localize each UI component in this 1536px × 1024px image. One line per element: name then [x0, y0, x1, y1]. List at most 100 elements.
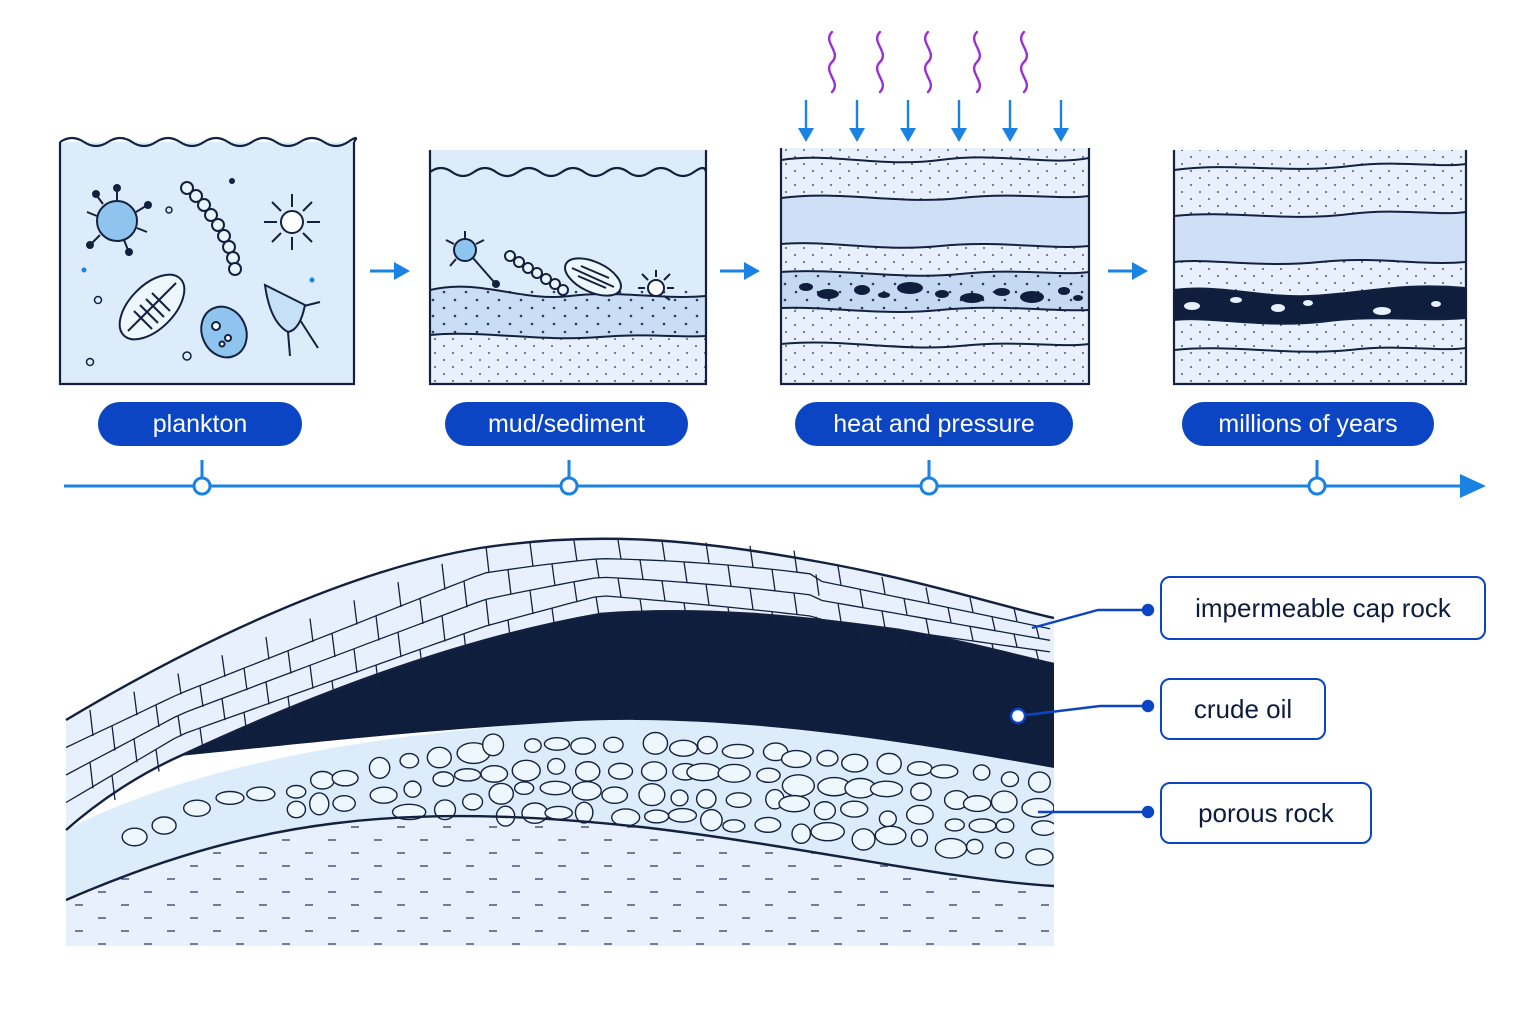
- brick-joint: [969, 597, 974, 613]
- timeline-marker-plankton: [192, 476, 212, 496]
- pebble: [607, 762, 634, 780]
- brick-joint: [1013, 633, 1018, 647]
- pebble: [1031, 820, 1054, 836]
- heat-pressure-panel-frame: [779, 30, 1091, 386]
- pebble: [840, 800, 869, 818]
- pebble: [543, 736, 571, 751]
- brick-joint: [683, 602, 688, 624]
- label-cap-rock: impermeable cap rock: [1160, 576, 1486, 640]
- brick-joint: [133, 691, 138, 716]
- pebble: [369, 786, 398, 804]
- brick-joint: [617, 577, 622, 598]
- brick-joint: [859, 589, 864, 608]
- pebble: [481, 733, 505, 757]
- pebble: [841, 753, 869, 773]
- millions-of-years-panel: [1174, 150, 1466, 384]
- brick-joint: [705, 542, 710, 564]
- brick-joint: [573, 540, 578, 562]
- timeline-marker-sediment: [559, 476, 579, 496]
- brick-joint: [705, 584, 710, 605]
- brick-joint: [331, 680, 336, 705]
- label-crude-oil: crude oil: [1160, 678, 1326, 740]
- pebble: [511, 759, 541, 782]
- pebble: [686, 762, 721, 782]
- pebble: [523, 738, 542, 754]
- brick-joint: [375, 615, 380, 641]
- brick-joint: [639, 598, 644, 619]
- brick-joint: [397, 582, 402, 608]
- stage-label-plankton: plankton: [98, 402, 302, 446]
- brick-joint: [265, 636, 270, 660]
- pebble: [331, 769, 359, 787]
- pebble: [965, 838, 984, 855]
- brick-joint: [155, 704, 160, 728]
- pebble: [962, 795, 992, 813]
- pebble: [696, 735, 718, 755]
- pebble: [1027, 771, 1051, 793]
- brick-joint: [485, 546, 490, 573]
- brick-joint: [507, 569, 512, 595]
- brick-joint: [727, 607, 732, 629]
- timeline-marker-heat: [919, 476, 939, 496]
- brick-joint: [353, 648, 358, 674]
- brick-joint: [155, 749, 160, 772]
- timeline-marker-years: [1307, 476, 1327, 496]
- brick-joint: [485, 599, 490, 627]
- cap-rock-layer: [66, 538, 1054, 830]
- pebble: [643, 809, 670, 824]
- brick-joint: [397, 632, 402, 658]
- pressure-arrows: [798, 100, 1069, 142]
- virus-organism-icon: [86, 184, 152, 256]
- brick-joint: [529, 542, 534, 567]
- brick-joint: [573, 581, 578, 603]
- pebble: [994, 841, 1015, 859]
- brick-joint: [991, 616, 996, 631]
- plankton-panel: [58, 136, 358, 386]
- pebble: [151, 816, 177, 835]
- timeline-arrowhead: [1460, 474, 1486, 498]
- pebble: [246, 786, 276, 802]
- brick-joint: [859, 624, 864, 643]
- pebble: [721, 743, 754, 759]
- pebble: [539, 780, 572, 796]
- brick-joint: [441, 563, 446, 590]
- brick-joint: [133, 738, 138, 763]
- brick-joint: [353, 600, 358, 625]
- brick-joint: [903, 598, 908, 615]
- brick-joint: [221, 655, 226, 677]
- sediment-panel-frame: [428, 150, 708, 386]
- pebble: [309, 770, 335, 790]
- pebble: [453, 768, 482, 782]
- stage-label-heat-pressure: heat and pressure: [795, 402, 1073, 446]
- pebble: [368, 756, 391, 780]
- brick-joint: [441, 615, 446, 642]
- pebble: [972, 764, 991, 781]
- pebble: [432, 771, 455, 787]
- pebble: [1025, 848, 1054, 866]
- brick-course: [65, 558, 1051, 749]
- brick-joint: [309, 665, 314, 689]
- pebble: [816, 749, 839, 767]
- brick-joint: [639, 559, 644, 580]
- timeline: [64, 460, 1486, 498]
- pebble: [488, 782, 515, 805]
- pebble: [461, 793, 484, 811]
- pebble: [876, 752, 902, 775]
- brick-course: [65, 576, 1051, 776]
- brick-joint: [727, 565, 732, 587]
- pebble: [1021, 797, 1054, 818]
- crude-oil-layer: [180, 611, 1054, 768]
- brick-joint: [793, 550, 798, 572]
- brick-joint: [815, 574, 820, 596]
- brick-joint: [529, 590, 534, 615]
- sediment-panel: [430, 150, 706, 384]
- callout-leaders: [1009, 603, 1155, 819]
- brick-joint: [925, 587, 930, 604]
- radiolarian-icon: [264, 194, 320, 250]
- stage-arrows: [370, 262, 1148, 280]
- pebble: [990, 790, 1018, 814]
- trapped-gas-bubbles: [1184, 297, 1441, 315]
- pebble: [403, 780, 422, 798]
- pebble: [601, 786, 629, 804]
